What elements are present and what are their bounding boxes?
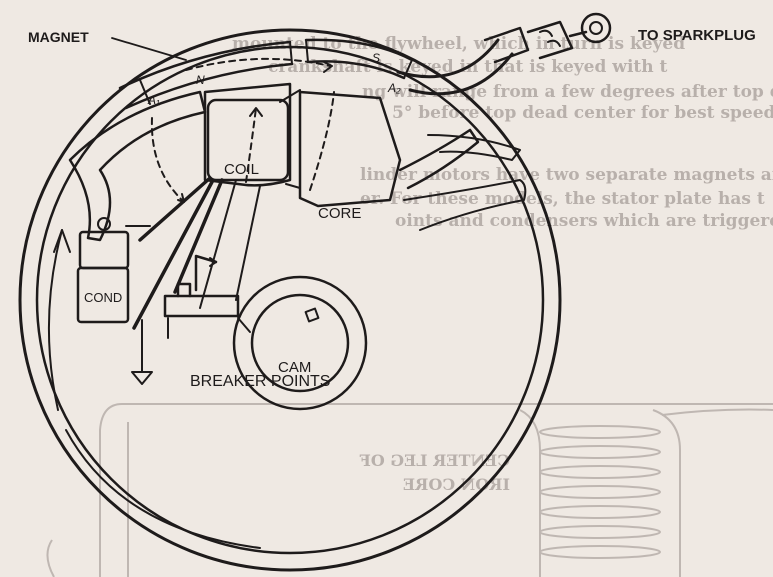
pole-a2-label: A₂ xyxy=(387,81,401,95)
magnet-ends xyxy=(139,39,413,105)
rotation-arc xyxy=(47,229,63,411)
ht-lead-lower xyxy=(408,52,514,96)
core-label: CORE xyxy=(318,205,361,222)
wire-3 xyxy=(199,179,237,309)
sparkplug-terminal-ring xyxy=(580,12,612,44)
coil-body xyxy=(206,98,290,182)
condenser-body xyxy=(76,266,130,324)
magnet-leader-line xyxy=(111,37,187,61)
condenser-terminal xyxy=(97,217,111,231)
rotation-arrow-head xyxy=(53,229,71,253)
condenser-leads xyxy=(125,225,151,373)
core-right-lower xyxy=(403,179,527,231)
wire-5 xyxy=(235,185,261,301)
ht-lead-upper xyxy=(396,38,500,79)
ht-lead-sleeve xyxy=(483,26,530,64)
breaker-mounts xyxy=(167,317,251,339)
core-right-plate xyxy=(427,134,521,161)
breaker-point-arrowhead xyxy=(209,257,217,267)
magnet-right-outer xyxy=(304,38,414,62)
sparkplug-terminal-stem xyxy=(568,30,588,38)
breaker-contact-block xyxy=(176,282,192,298)
cam-disc xyxy=(250,293,350,393)
bleed-line-4: 5° before top dead center for best speed… xyxy=(392,103,773,123)
sparkplug-terminal-hole xyxy=(589,21,603,35)
diagram-labels: MAGNET TO SPARKPLUG COIL CORE COND CAM B… xyxy=(28,27,756,390)
bleed-through-iron-core-figure xyxy=(46,403,773,577)
flux-arrow-left xyxy=(150,117,185,203)
bleed-coil-windings xyxy=(539,425,661,559)
bleed-line-7: oints and condensers which are triggered… xyxy=(395,211,773,231)
bleed-through-text: mounted to the flywheel, which in turn i… xyxy=(232,34,773,231)
breaker-points-label: BREAKER POINTS xyxy=(190,373,330,390)
magnet-inner-edge xyxy=(124,62,294,110)
core-center-leg xyxy=(203,82,292,187)
bleed-line-5: linder motors have two separate magnets … xyxy=(360,165,773,185)
magnet-pole-s: S xyxy=(372,51,380,65)
flux-arrow-top xyxy=(185,57,331,71)
bleed-line-1: mounted to the flywheel, which in turn i… xyxy=(232,34,685,54)
condenser-label: COND xyxy=(84,290,122,305)
core-left-leg xyxy=(68,90,207,242)
magnet-pole-n: N xyxy=(196,73,205,87)
pole-a1-label: A₁ xyxy=(147,93,160,107)
cam-label: CAM xyxy=(278,359,311,376)
bleed-mirror-line-1: CENTER LEG OF xyxy=(359,451,510,470)
coil-label: COIL xyxy=(224,161,259,178)
bleed-line-3: ng will range from a few degrees after t… xyxy=(362,82,773,102)
breaker-point-arm xyxy=(194,254,218,292)
core-right-leg xyxy=(298,90,402,208)
cam-key xyxy=(304,307,320,323)
magnet-right-inner xyxy=(306,60,406,80)
wire-2 xyxy=(173,178,224,294)
flywheel-outer-rim xyxy=(18,28,562,572)
wire-1 xyxy=(138,176,212,242)
magnet-label: MAGNET xyxy=(28,29,89,45)
core-right-arm xyxy=(398,128,480,190)
flux-arrow-center-head xyxy=(249,107,263,117)
flux-arrow-top-head xyxy=(323,61,333,73)
sparkplug-label: TO SPARKPLUG xyxy=(638,27,756,44)
breaker-arm-base xyxy=(163,294,240,318)
flux-arrow-right xyxy=(309,91,335,191)
cam-housing xyxy=(232,275,368,411)
ground-symbol xyxy=(131,371,153,385)
flux-arrow-center xyxy=(245,107,257,183)
sparkplug-boot xyxy=(526,20,574,60)
rotation-arc-lower xyxy=(65,429,261,549)
wire-4 xyxy=(132,180,214,330)
coil-side xyxy=(279,89,301,189)
bleed-line-6: er. For these models, the stator plate h… xyxy=(360,189,765,209)
boot-ribs xyxy=(539,29,561,47)
